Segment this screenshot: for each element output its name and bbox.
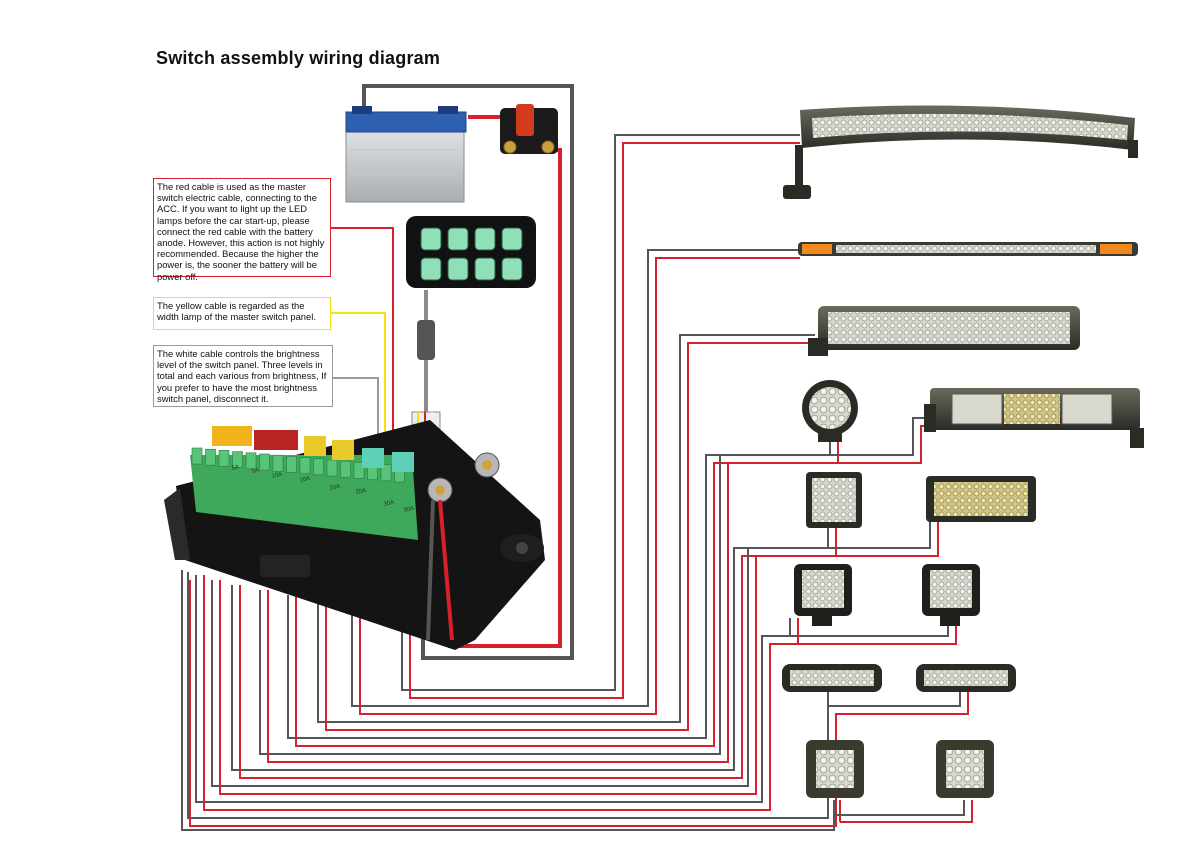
red-cable-note: The red cable is used as the master swit… <box>153 178 331 282</box>
terminal-tooth <box>259 453 270 471</box>
white-note-leader <box>333 377 379 435</box>
lamp-wire-8 <box>195 575 957 811</box>
red-note-leader <box>331 227 394 435</box>
terminal-tooth <box>191 447 203 465</box>
yellow-cable-note: The yellow cable is regarded as the widt… <box>153 297 331 330</box>
fuse-rating-label: 10A <box>271 472 283 480</box>
switch-key <box>447 257 469 281</box>
terminal-tooth <box>218 450 230 467</box>
terminal-tooth <box>272 454 284 472</box>
terminal-tooth <box>326 459 338 477</box>
fuse-rating-label: 20A <box>355 488 367 496</box>
terminal-tooth <box>286 456 297 473</box>
switch-key <box>447 227 469 251</box>
terminal-tooth <box>245 452 257 470</box>
switch-key <box>420 227 442 251</box>
lamp-wire-10 <box>181 570 973 831</box>
fuse-rating-label: 30A <box>403 506 415 514</box>
switch-key <box>420 257 442 281</box>
curved-light-bar <box>783 105 1138 199</box>
square-work-light <box>806 472 862 528</box>
switch-panel <box>406 216 536 288</box>
switch-key <box>501 257 523 281</box>
pod-light-right <box>922 564 980 626</box>
lamp-wire-7 <box>211 520 939 795</box>
cube-light-right <box>936 740 994 798</box>
terminal-tooth <box>205 448 216 466</box>
warm-cube-light <box>926 476 1036 522</box>
lamp-wire-6 <box>231 528 837 779</box>
switch-key <box>501 227 523 251</box>
slim-work-light-right <box>916 664 1016 692</box>
round-work-light <box>802 380 858 442</box>
slim-light-bar <box>798 242 1138 256</box>
switch-key <box>474 257 496 281</box>
straight-light-bar <box>808 306 1080 356</box>
slim-work-light-left <box>782 664 882 692</box>
terminal-tooth <box>353 462 365 479</box>
terminal-tooth <box>313 458 324 476</box>
diagram-title: Switch assembly wiring diagram <box>156 48 441 68</box>
fuse-rating-label: 5A <box>231 465 239 472</box>
lamp-wire-3 <box>317 334 815 731</box>
circuit-breaker <box>500 104 558 154</box>
white-cable-note: The white cable controls the brightness … <box>153 345 333 407</box>
lamp-wire-5 <box>259 417 930 763</box>
fuse-rating-label: 30A <box>383 500 395 508</box>
yellow-note-leader <box>331 312 386 435</box>
fuse-box <box>164 420 545 650</box>
battery <box>345 106 467 203</box>
panel-connector <box>417 320 435 360</box>
lamp-wire-1 <box>401 134 800 699</box>
switch-key <box>474 227 496 251</box>
wire-harness <box>181 84 973 831</box>
fuse-rating-label: 20A <box>329 484 341 492</box>
terminal-tooth <box>232 451 243 468</box>
cube-light-left <box>806 740 864 798</box>
fuse-rating-label: 10A <box>299 476 311 484</box>
pod-light-left <box>794 564 852 626</box>
fuses <box>212 426 414 472</box>
fuse-rating-label: 5A <box>251 468 259 475</box>
lamp-wire-4 <box>287 432 839 747</box>
combo-light-bar <box>924 388 1144 448</box>
terminal-tooth <box>299 457 311 474</box>
lamp-wire-2 <box>351 249 800 715</box>
terminal-tooth <box>340 460 351 478</box>
terminal-tooth <box>380 464 392 482</box>
